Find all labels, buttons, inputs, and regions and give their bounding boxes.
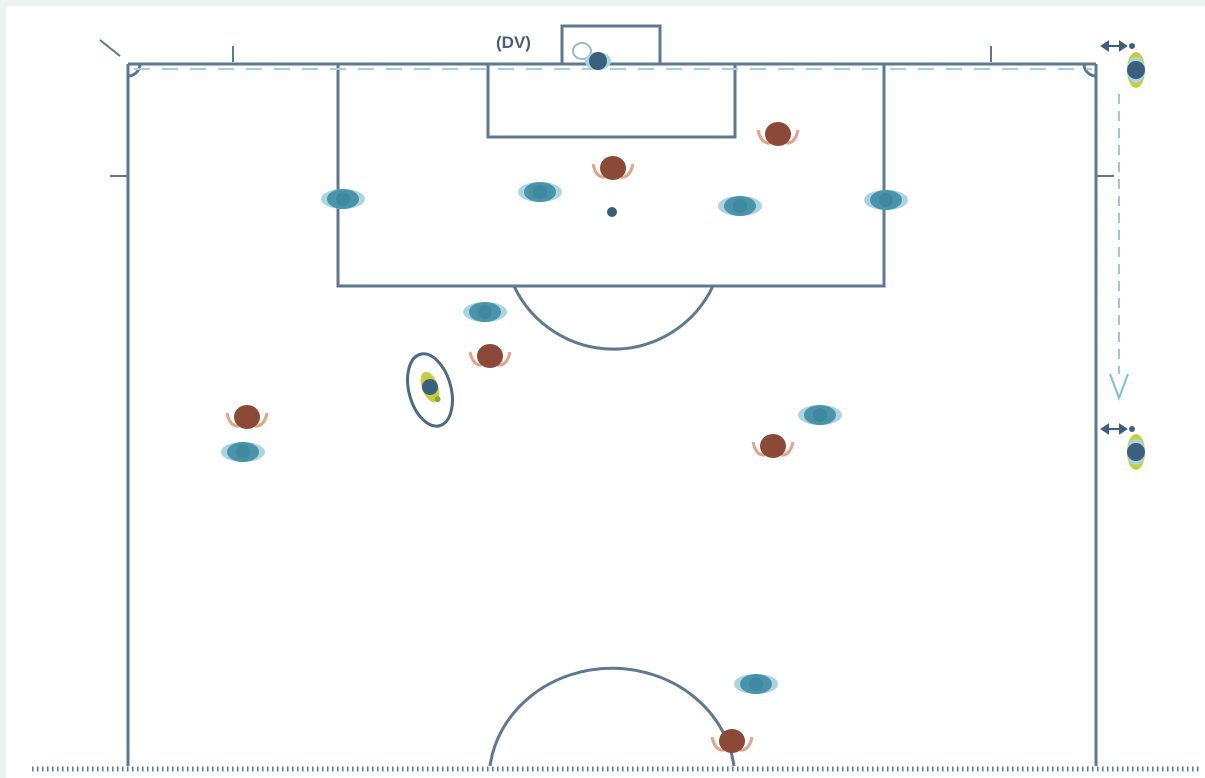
player-icon — [591, 156, 635, 180]
goalkeeper — [572, 42, 611, 70]
center-circle-arc — [488, 666, 736, 767]
pitch-lines — [126, 24, 1098, 767]
flag-signal-icon — [1100, 423, 1135, 435]
assistant-referee-bottom — [1127, 434, 1145, 470]
penalty-spot — [607, 207, 617, 217]
highlighted-referee — [406, 352, 454, 428]
flag-signal-icon — [1100, 40, 1135, 52]
corner-flag-left — [99, 39, 121, 57]
goal — [560, 24, 662, 66]
distance-markers — [99, 39, 1114, 177]
dashed-arrow-icon — [1109, 94, 1129, 401]
player-icon — [221, 442, 265, 462]
player-icon — [518, 182, 562, 202]
goal-area — [486, 62, 737, 139]
player-icon — [225, 405, 269, 429]
diagram-canvas: (DV) — [6, 6, 1205, 778]
corner-arc-left — [127, 63, 142, 78]
player-icon — [864, 190, 908, 210]
blue-team — [221, 182, 908, 694]
player-icon — [710, 729, 754, 753]
player-icon — [468, 344, 512, 368]
corner-arc-right — [1082, 63, 1097, 78]
assistant-referee-top — [1127, 52, 1145, 88]
player-icon — [734, 674, 778, 694]
player-icon — [718, 196, 762, 216]
player-icon — [751, 434, 795, 458]
goalkeeper-label: (DV) — [496, 33, 531, 52]
red-team — [225, 122, 800, 753]
penalty-arc — [512, 285, 715, 351]
player-icon — [756, 122, 800, 146]
referee-icon — [420, 371, 441, 403]
player-icon — [463, 302, 507, 322]
football-pitch-diagram: (DV) — [32, 24, 1201, 772]
player-icon — [321, 189, 365, 209]
highlight-ring — [406, 352, 454, 428]
player-icon — [798, 405, 842, 425]
